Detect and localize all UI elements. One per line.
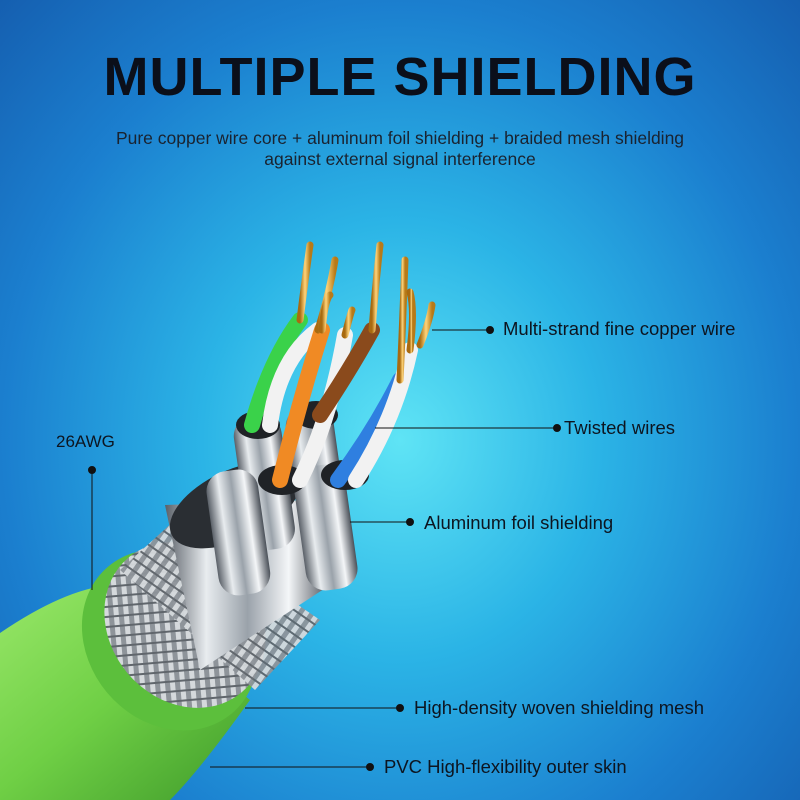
label-foil-shielding: Aluminum foil shielding [424, 512, 614, 533]
copper-conductors [296, 241, 436, 384]
page-subtitle: Pure copper wire core + aluminum foil sh… [115, 128, 685, 169]
insulated-wire-pairs [244, 312, 418, 488]
label-shielding-mesh: High-density woven shielding mesh [414, 697, 704, 718]
label-copper-wire: Multi-strand fine copper wire [503, 318, 736, 339]
callout-leaders [88, 326, 561, 771]
page-title: MULTIPLE SHIELDING [103, 47, 697, 107]
label-twisted-wires: Twisted wires [564, 417, 676, 438]
label-outer-skin: PVC High-flexibility outer skin [384, 756, 627, 777]
label-wire-gauge: 26AWG [56, 432, 115, 451]
